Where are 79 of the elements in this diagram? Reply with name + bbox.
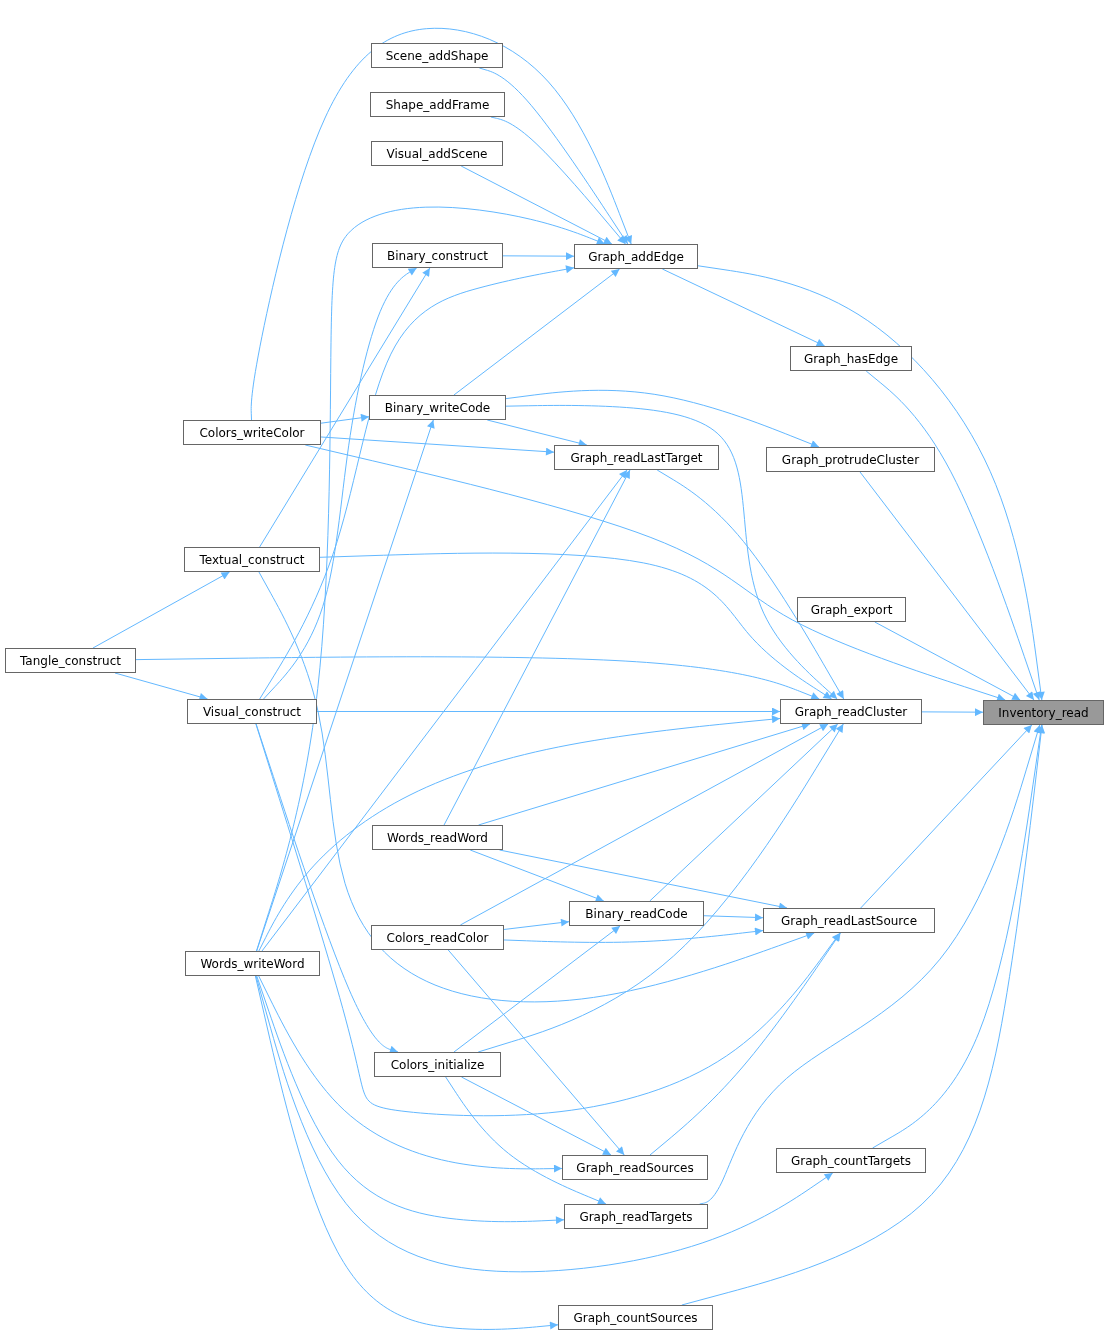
arrow (505, 404, 838, 700)
function-box: Graph_readLastSource (763, 908, 935, 933)
arrow (860, 724, 1033, 909)
arrow (681, 724, 1046, 1306)
function-box: Graph_addEdge (574, 244, 698, 269)
arrow (256, 419, 435, 952)
arrow (320, 436, 555, 456)
arrow (453, 925, 621, 1053)
arrow (697, 265, 1045, 701)
arrow (703, 913, 764, 922)
arrow (859, 471, 1035, 701)
arrow (459, 723, 829, 926)
arrow (649, 723, 839, 902)
function-box: Colors_writeColor (183, 420, 321, 445)
arrow (135, 656, 820, 700)
arrow (254, 975, 559, 1330)
function-box: Binary_construct (372, 243, 503, 268)
function-box: Colors_readColor (371, 925, 504, 950)
function-box: Graph_hasEdge (790, 346, 912, 371)
arrow (258, 975, 563, 1173)
function-box: Graph_export (797, 597, 906, 622)
arrow (259, 267, 431, 548)
arrow (255, 975, 834, 1273)
function-box: Graph_countTargets (776, 1148, 926, 1173)
arrow (486, 419, 588, 447)
arrow (445, 1076, 607, 1205)
function-box: Inventory_read (983, 700, 1104, 725)
function-box: Words_writeWord (185, 951, 320, 976)
arrow (478, 722, 811, 826)
arrow (502, 252, 575, 261)
function-box: Textual_construct (184, 547, 320, 572)
arrow (874, 621, 1021, 701)
function-box: Graph_readCluster (780, 699, 922, 724)
arrow (453, 268, 621, 396)
arrow (447, 949, 625, 1156)
arrow (699, 724, 1042, 1205)
arrow (505, 389, 820, 448)
arrow (656, 469, 845, 700)
arrow (258, 715, 781, 952)
function-box: Graph_protrudeCluster (766, 447, 935, 472)
arrow (649, 932, 841, 1156)
arrow (263, 267, 418, 700)
function-box: Graph_countSources (558, 1305, 713, 1330)
arrow (250, 27, 632, 421)
arrow (469, 849, 605, 902)
arrow (316, 707, 781, 716)
arrow (865, 370, 1041, 701)
function-box: Binary_writeCode (369, 395, 506, 420)
arrow (503, 927, 764, 943)
function-box: Colors_initialize (374, 1052, 501, 1077)
function-box: Graph_readSources (562, 1155, 708, 1180)
function-box: Tangle_construct (5, 648, 136, 673)
arrow (258, 571, 815, 1003)
function-box: Words_readWord (372, 825, 503, 850)
arrow (477, 723, 844, 1053)
function-box: Scene_addShape (371, 43, 503, 68)
function-box: Binary_readCode (569, 901, 704, 926)
arrow (114, 672, 208, 701)
arrow (460, 1076, 612, 1156)
arrow (319, 552, 833, 700)
arrow (490, 116, 626, 245)
function-box: Shape_addFrame (370, 92, 505, 117)
function-box: Visual_addScene (371, 141, 503, 166)
arrow (256, 975, 565, 1225)
arrow (320, 413, 370, 424)
arrow (259, 265, 575, 700)
arrow (921, 708, 984, 717)
function-box: Graph_readLastTarget (554, 445, 719, 470)
arrow (92, 571, 231, 649)
arrow (478, 67, 629, 245)
arrow (255, 723, 841, 1117)
arrow (443, 469, 631, 826)
arrow (261, 469, 628, 952)
function-box: Visual_construct (187, 699, 317, 724)
function-box: Graph_readTargets (564, 1204, 708, 1229)
arrow (460, 165, 613, 245)
arrow (256, 206, 606, 952)
arrow (503, 918, 570, 930)
arrow (661, 268, 826, 347)
